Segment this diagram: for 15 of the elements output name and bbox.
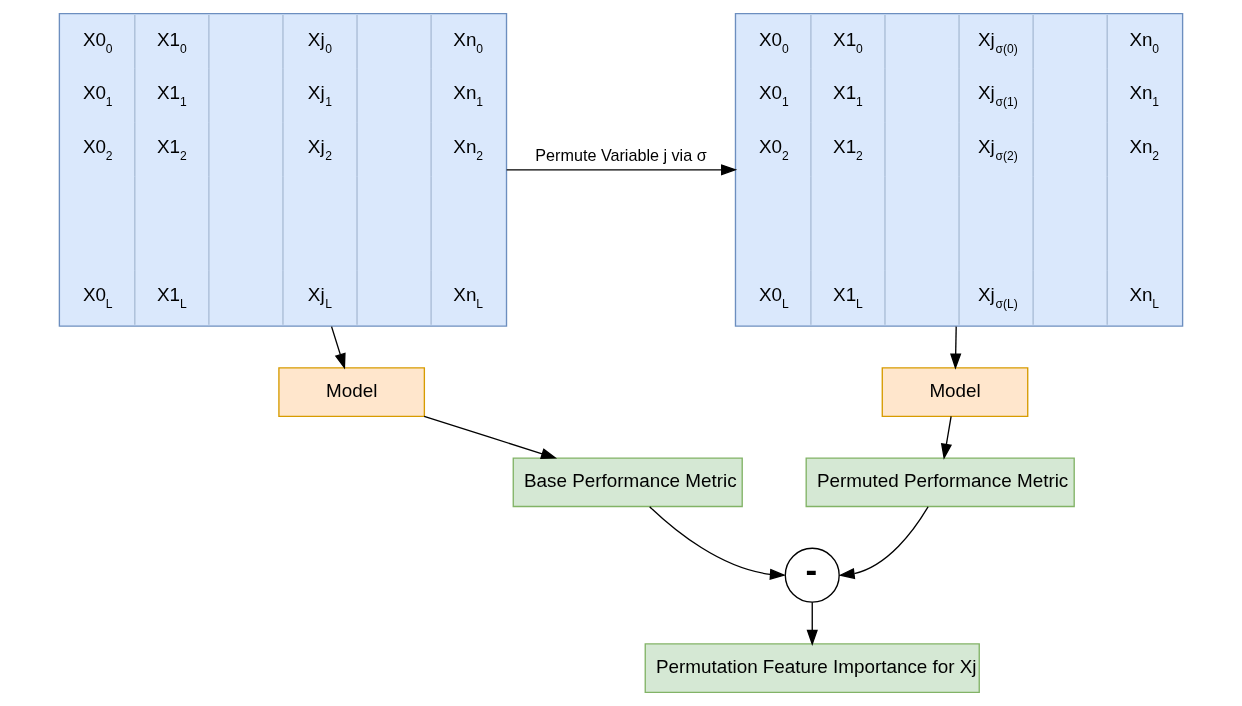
arrow — [940, 415, 953, 460]
node-box: Base Performance Metric — [512, 457, 743, 508]
arrow — [649, 506, 786, 580]
arrow — [806, 601, 818, 646]
arrow — [506, 164, 738, 176]
arrow — [423, 415, 558, 460]
arrow — [950, 325, 962, 370]
node-circle: - — [784, 547, 840, 603]
arrow — [330, 325, 346, 370]
edge-label: Permute Variable j via σ — [535, 146, 707, 165]
node-box: Model — [881, 367, 1029, 417]
node-box: Permutation Feature Importance for Xj — [644, 643, 980, 694]
arrow — [838, 506, 929, 580]
node-box: Permuted Performance Metric — [805, 457, 1075, 508]
node-box: Model — [278, 367, 426, 417]
